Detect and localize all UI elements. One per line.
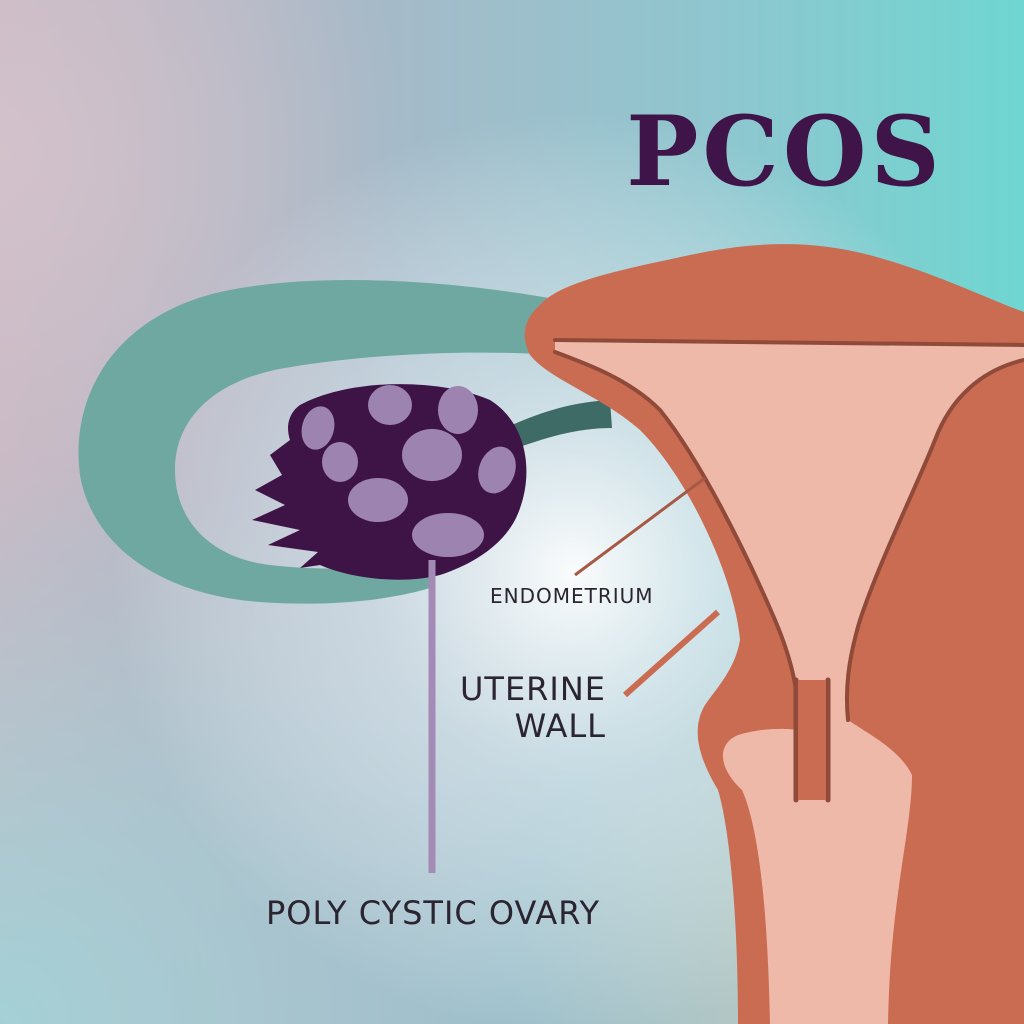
fallopian-tube-loop <box>78 280 561 604</box>
poly-cystic-ovary <box>252 384 527 580</box>
endometrium-label: ENDOMETRIUM <box>490 584 654 608</box>
cyst <box>322 442 358 482</box>
cyst <box>478 446 516 494</box>
cyst <box>348 478 408 522</box>
label-pointers <box>428 476 720 873</box>
endometrium <box>555 340 1024 1024</box>
uterine-wall-pointer-line <box>623 609 720 698</box>
poly-cystic-ovary-label: POLY CYSTIC OVARY <box>266 894 600 932</box>
cervical-canal <box>793 677 831 803</box>
uterus <box>524 244 1024 1024</box>
endometrium-pointer-line <box>574 476 706 577</box>
ovary-cysts <box>301 385 516 557</box>
cyst <box>301 406 335 450</box>
cyst <box>402 429 462 481</box>
endometrium-outline <box>553 338 1024 732</box>
uterine-wall-label-line1: UTERINE <box>460 670 606 708</box>
ovarian-ligament <box>505 400 612 452</box>
cyst <box>412 513 484 557</box>
uterine-wall-label-line2: WALL <box>515 707 606 745</box>
fallopian-tube <box>78 280 612 604</box>
cervix-inner <box>798 680 826 800</box>
cyst <box>368 385 412 425</box>
cyst <box>438 386 478 434</box>
page-title: PCOS <box>626 95 944 208</box>
